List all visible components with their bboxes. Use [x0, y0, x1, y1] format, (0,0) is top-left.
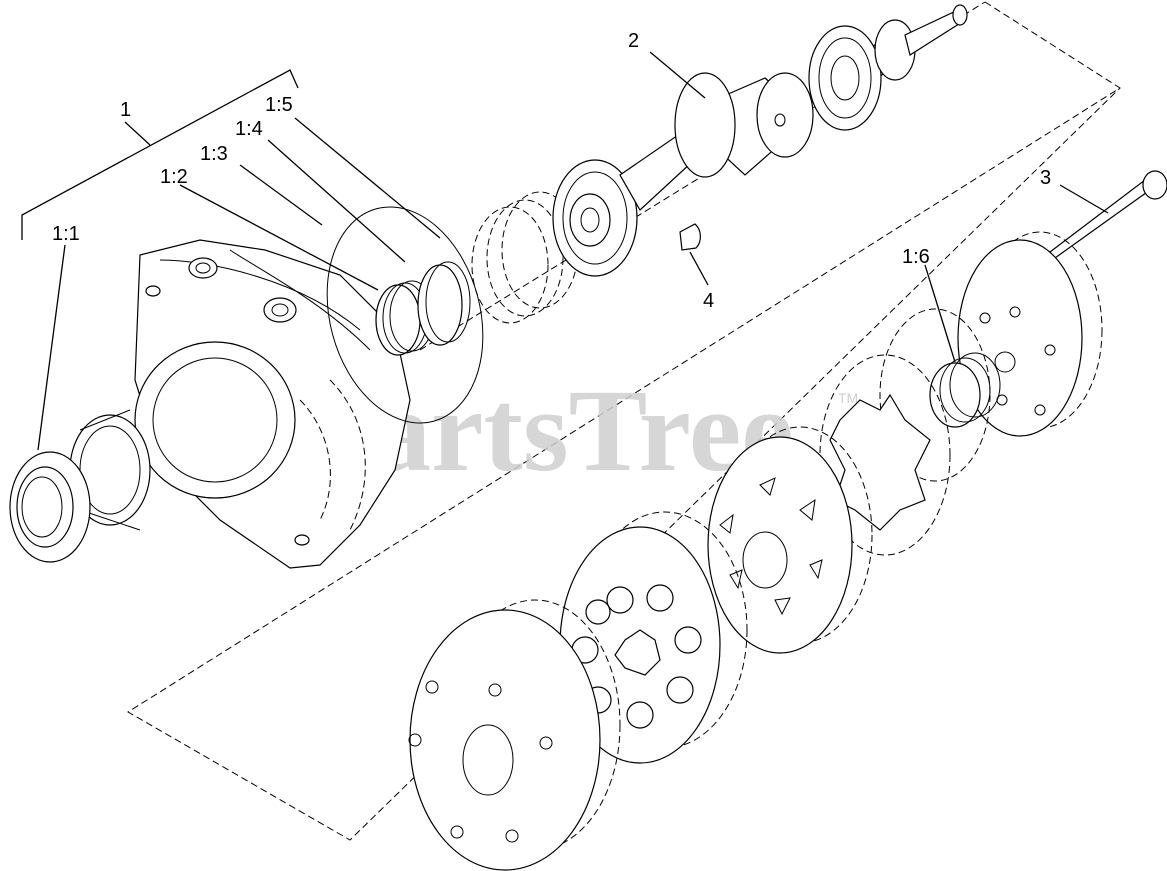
watermark-trademark: TM — [838, 390, 858, 406]
callout-1-1: 1:1 — [52, 223, 80, 245]
motor-housing — [134, 239, 411, 569]
callout-1: 1 — [120, 99, 131, 121]
callout-2: 2 — [628, 30, 639, 52]
thrust-plate — [879, 308, 991, 482]
callout-1-4: 1:4 — [235, 118, 263, 140]
callout-4: 4 — [703, 290, 714, 312]
o-ring-set — [375, 261, 471, 356]
valve-plate — [707, 426, 873, 654]
gerotor-star — [819, 354, 951, 556]
end-cap — [957, 231, 1103, 437]
rotor-ring — [559, 511, 748, 764]
bolt — [1049, 170, 1167, 259]
shaft-seal — [9, 451, 91, 563]
callout-3: 3 — [1040, 167, 1051, 189]
callout-1-3: 1:3 — [200, 143, 228, 165]
callout-1-6: 1:6 — [902, 246, 930, 268]
port-plate — [408, 599, 621, 871]
woodruff-key — [679, 223, 701, 251]
callout-1-2: 1:2 — [160, 166, 188, 188]
needle-bearing — [552, 159, 638, 277]
leader-lines — [21, 51, 1109, 451]
drive-shaft — [619, 4, 968, 211]
callout-1-5: 1:5 — [265, 94, 293, 116]
